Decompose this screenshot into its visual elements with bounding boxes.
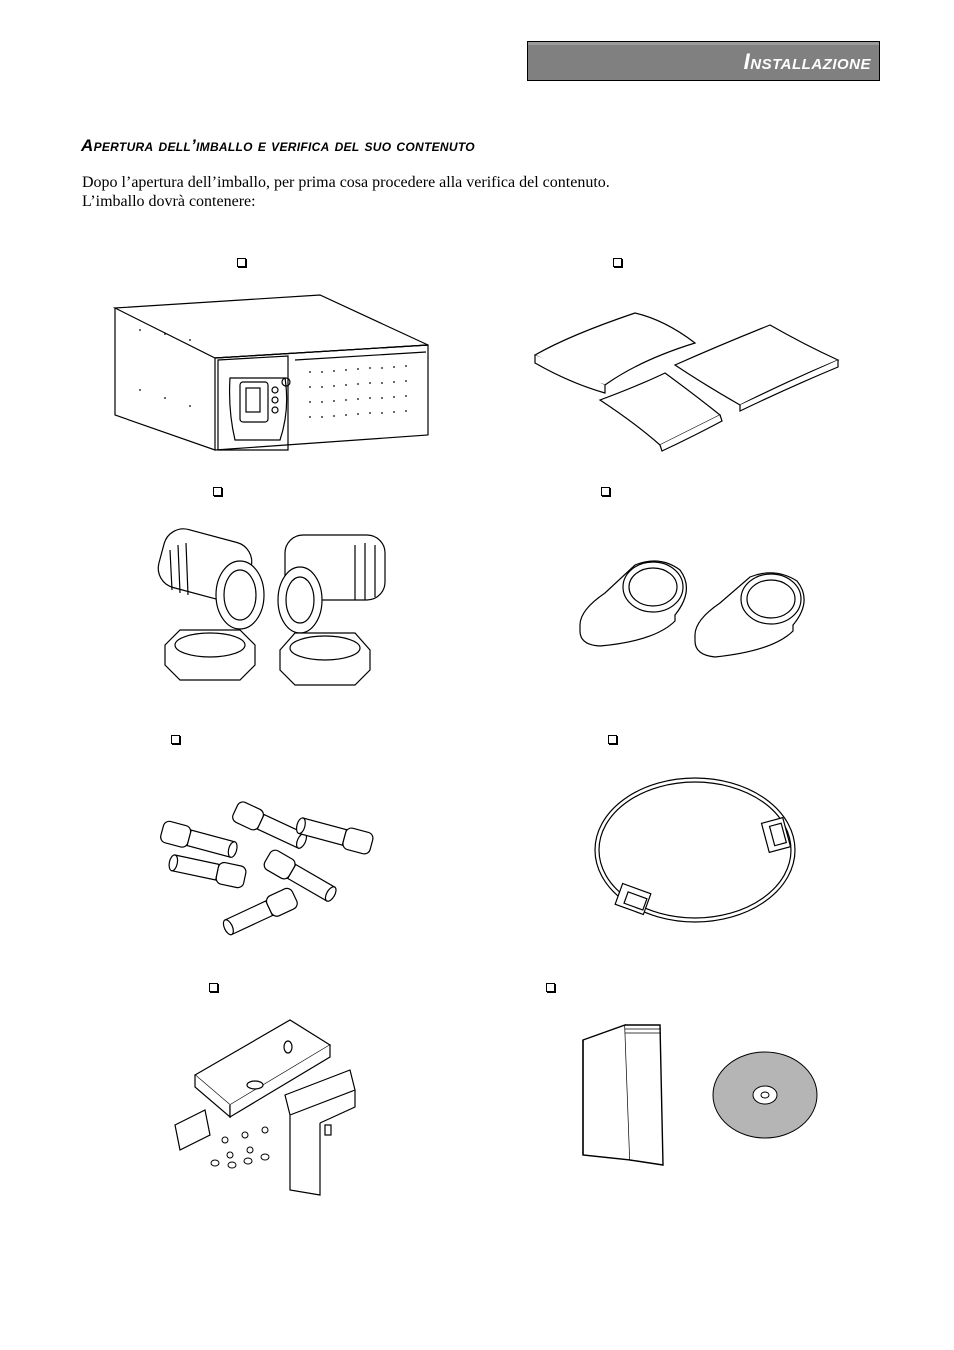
checkbox-manual-cd[interactable] — [546, 983, 555, 992]
ups-cabinet-icon — [112, 294, 429, 451]
header-title: Installazione — [743, 49, 871, 74]
cable-lugs-icon — [160, 801, 374, 936]
intro-line-1: Dopo l’apertura dell’imballo, per prima … — [82, 174, 610, 191]
checkbox-lugs[interactable] — [171, 735, 180, 744]
header-bar: Installazione — [527, 41, 880, 81]
cable-glands-icon — [157, 528, 386, 686]
checkbox-brackets[interactable] — [209, 983, 218, 992]
header-shade — [528, 42, 879, 45]
serial-cable-icon — [594, 777, 796, 923]
manual-and-cd-icon — [582, 1024, 818, 1166]
mounting-brackets-icon — [174, 1019, 356, 1196]
section-title: Apertura dell’imballo e verifica del suo… — [81, 136, 475, 155]
checkbox-serial-cable[interactable] — [608, 735, 617, 744]
checkbox-ups[interactable] — [237, 258, 246, 267]
checkbox-caps[interactable] — [601, 487, 610, 496]
gland-caps-icon — [579, 560, 805, 658]
checkbox-panels[interactable] — [613, 258, 622, 267]
cover-panels-icon — [533, 312, 840, 452]
intro-line-2: L’imballo dovrà contenere: — [82, 193, 256, 210]
checkbox-glands[interactable] — [213, 487, 222, 496]
